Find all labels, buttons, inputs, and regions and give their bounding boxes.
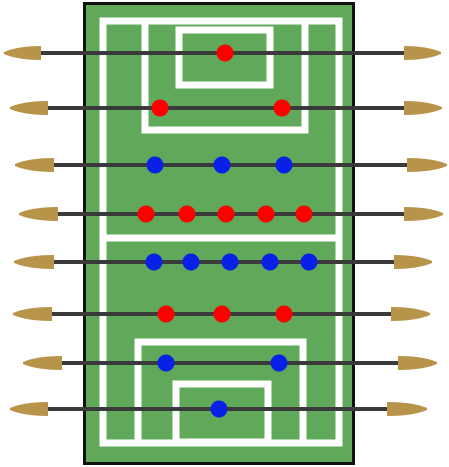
rod-handle-right[interactable] [394, 255, 432, 269]
red-player [275, 305, 293, 323]
red-player [151, 99, 169, 117]
red-player [216, 44, 234, 62]
rod-handle-right[interactable] [404, 101, 442, 115]
rod-handle-right[interactable] [391, 307, 430, 321]
red-player [137, 205, 155, 223]
rod-handle-left[interactable] [15, 158, 54, 172]
red-player [157, 305, 175, 323]
field-markings [99, 17, 343, 447]
rod-handle-left[interactable] [19, 207, 58, 221]
top-penalty-box [141, 17, 309, 134]
rod-handle-left[interactable] [10, 101, 48, 115]
blue-player [221, 253, 239, 271]
rod-3[interactable] [15, 156, 447, 174]
bottom-goal-box [172, 380, 272, 446]
blue-player [270, 354, 288, 372]
rod-handle-right[interactable] [404, 207, 443, 221]
blue-player [145, 253, 163, 271]
red-player [217, 205, 235, 223]
rod-4[interactable] [19, 205, 443, 223]
red-player [213, 305, 231, 323]
rod-handle-left[interactable] [13, 307, 52, 321]
red-player [257, 205, 275, 223]
rod-handle-left[interactable] [23, 356, 62, 370]
red-player [273, 99, 291, 117]
blue-player [146, 156, 164, 174]
blue-player [300, 253, 318, 271]
rod-handle-left[interactable] [4, 46, 41, 60]
rod-handle-right[interactable] [407, 158, 447, 172]
rod-handle-left[interactable] [14, 255, 54, 269]
rod-handle-right[interactable] [404, 46, 441, 60]
blue-player [213, 156, 231, 174]
red-player [295, 205, 313, 223]
rod-handle-right[interactable] [387, 402, 427, 416]
blue-player [182, 253, 200, 271]
rods-layer [4, 44, 447, 418]
red-player [178, 205, 196, 223]
rod-handle-left[interactable] [10, 402, 48, 416]
table-frame [83, 2, 355, 465]
rod-1[interactable] [4, 44, 441, 62]
rod-8[interactable] [10, 400, 427, 418]
rod-handle-right[interactable] [398, 356, 437, 370]
rod-2[interactable] [10, 99, 442, 117]
rod-5[interactable] [14, 253, 432, 271]
rod-7[interactable] [23, 354, 437, 372]
blue-player [157, 354, 175, 372]
rod-6[interactable] [13, 305, 430, 323]
blue-player [210, 400, 228, 418]
top-goal-box [175, 26, 274, 89]
blue-player [275, 156, 293, 174]
blue-player [261, 253, 279, 271]
